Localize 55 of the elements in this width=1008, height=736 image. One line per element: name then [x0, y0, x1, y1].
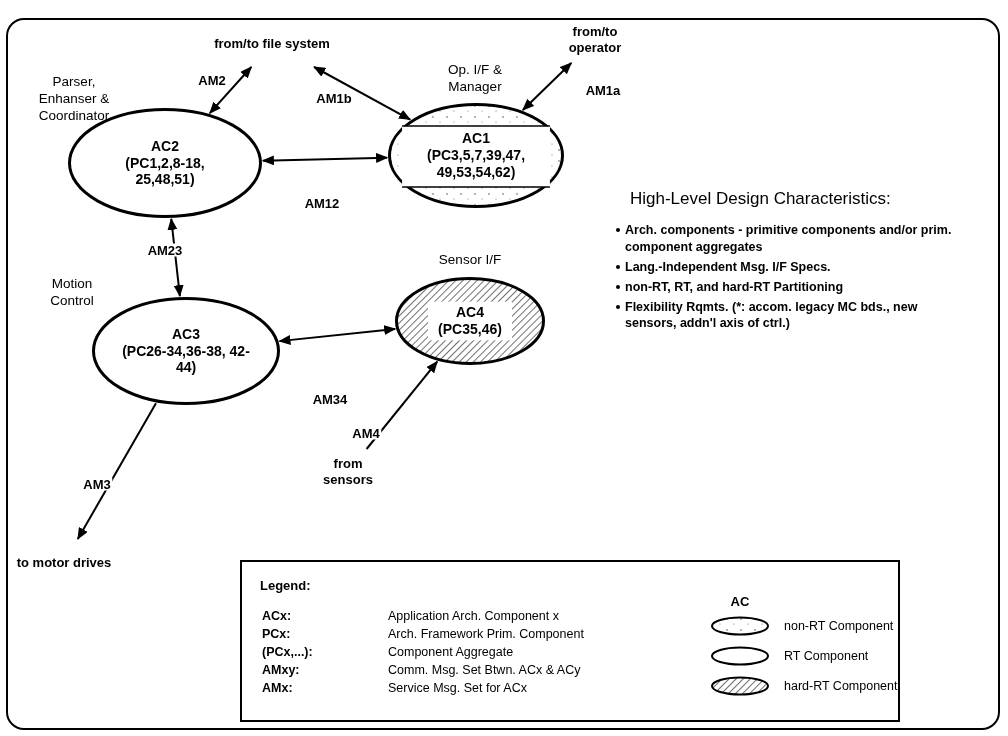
arrow [261, 152, 389, 166]
legend-definition: Arch. Framework Prim. Component [388, 626, 584, 642]
legend-text: hard-RT Component [784, 677, 898, 695]
endpoint-text: from sensors [322, 456, 374, 488]
legend-term: (PCx,...): [262, 644, 314, 660]
legend-heading: Legend: [260, 577, 311, 595]
legend-term: AMxy: [262, 662, 301, 678]
legend-definition: Application Arch. Component x [388, 608, 560, 624]
arrow [313, 66, 412, 121]
bullet-text: Lang.-Independent Msg. I/F Specs. [625, 258, 831, 276]
edge-label: AM1a [583, 83, 623, 97]
legend-term: ACx: [262, 608, 293, 624]
component-name: AC4 [456, 304, 484, 321]
legend-definition: Service Msg. Set for ACx [388, 680, 528, 696]
bullet-text: Arch. components - primitive components and/or prim. component aggregates [625, 222, 953, 256]
edge-label: AM34 [310, 392, 350, 406]
arrow [365, 360, 439, 450]
legend-text: non-RT Component [784, 617, 894, 635]
edge-label: AM4 [350, 426, 382, 440]
edge-label: AM1b [314, 91, 354, 105]
component-list: (PC35,46) [438, 321, 502, 338]
legend-term: AMx: [262, 680, 294, 696]
component-role: Parser, Enhanser & Coordinator [37, 74, 111, 125]
component-list: (PC26-34,36-38, 42-44) [120, 342, 252, 377]
edge-label: AM12 [302, 196, 342, 210]
component-role: Op. I/F & Manager [447, 62, 503, 96]
endpoint-text: from/to file system [214, 36, 330, 52]
endpoint-text: from/to operator [567, 24, 623, 56]
edge-label: AM3 [81, 477, 113, 491]
arrow [208, 66, 253, 115]
component-ellipse [395, 277, 545, 365]
component-name: AC2 [151, 137, 179, 155]
arrow [167, 217, 184, 298]
component-name: AC1 [462, 130, 490, 148]
endpoint-text: to motor drives [16, 555, 112, 571]
component-name: AC3 [172, 325, 200, 343]
component-ellipse [92, 297, 280, 405]
arrow [278, 325, 397, 345]
bullet-text: Flexibility Rqmts. (*: accom. legacy MC bds., new sensors, addn'l axis of ctrl.) [625, 298, 919, 333]
edge-label: AM2 [196, 73, 228, 87]
component-role: Motion Control [49, 276, 95, 310]
legend-text: RT Component [784, 647, 869, 665]
legend-definition: Comm. Msg. Set Btwn. ACx & ACy [388, 662, 582, 678]
arrow [76, 402, 157, 540]
component-list: (PC3,5,7,39,47, 49,53,54,62) [411, 147, 541, 181]
section-heading: High-Level Design Characteristics: [630, 188, 891, 210]
legend-definition: Component Aggregate [388, 644, 515, 660]
bullet-text: non-RT, RT, and hard-RT Partitioning [625, 278, 844, 296]
legend-column-heading: AC [729, 593, 751, 611]
component-role: Sensor I/F [437, 252, 503, 269]
edge-label: AM23 [145, 243, 185, 257]
component-list: (PC1,2,8-18, 25,48,51) [106, 154, 224, 189]
legend-term: PCx: [262, 626, 292, 642]
component-ellipse [388, 103, 564, 208]
arrow [521, 62, 573, 111]
